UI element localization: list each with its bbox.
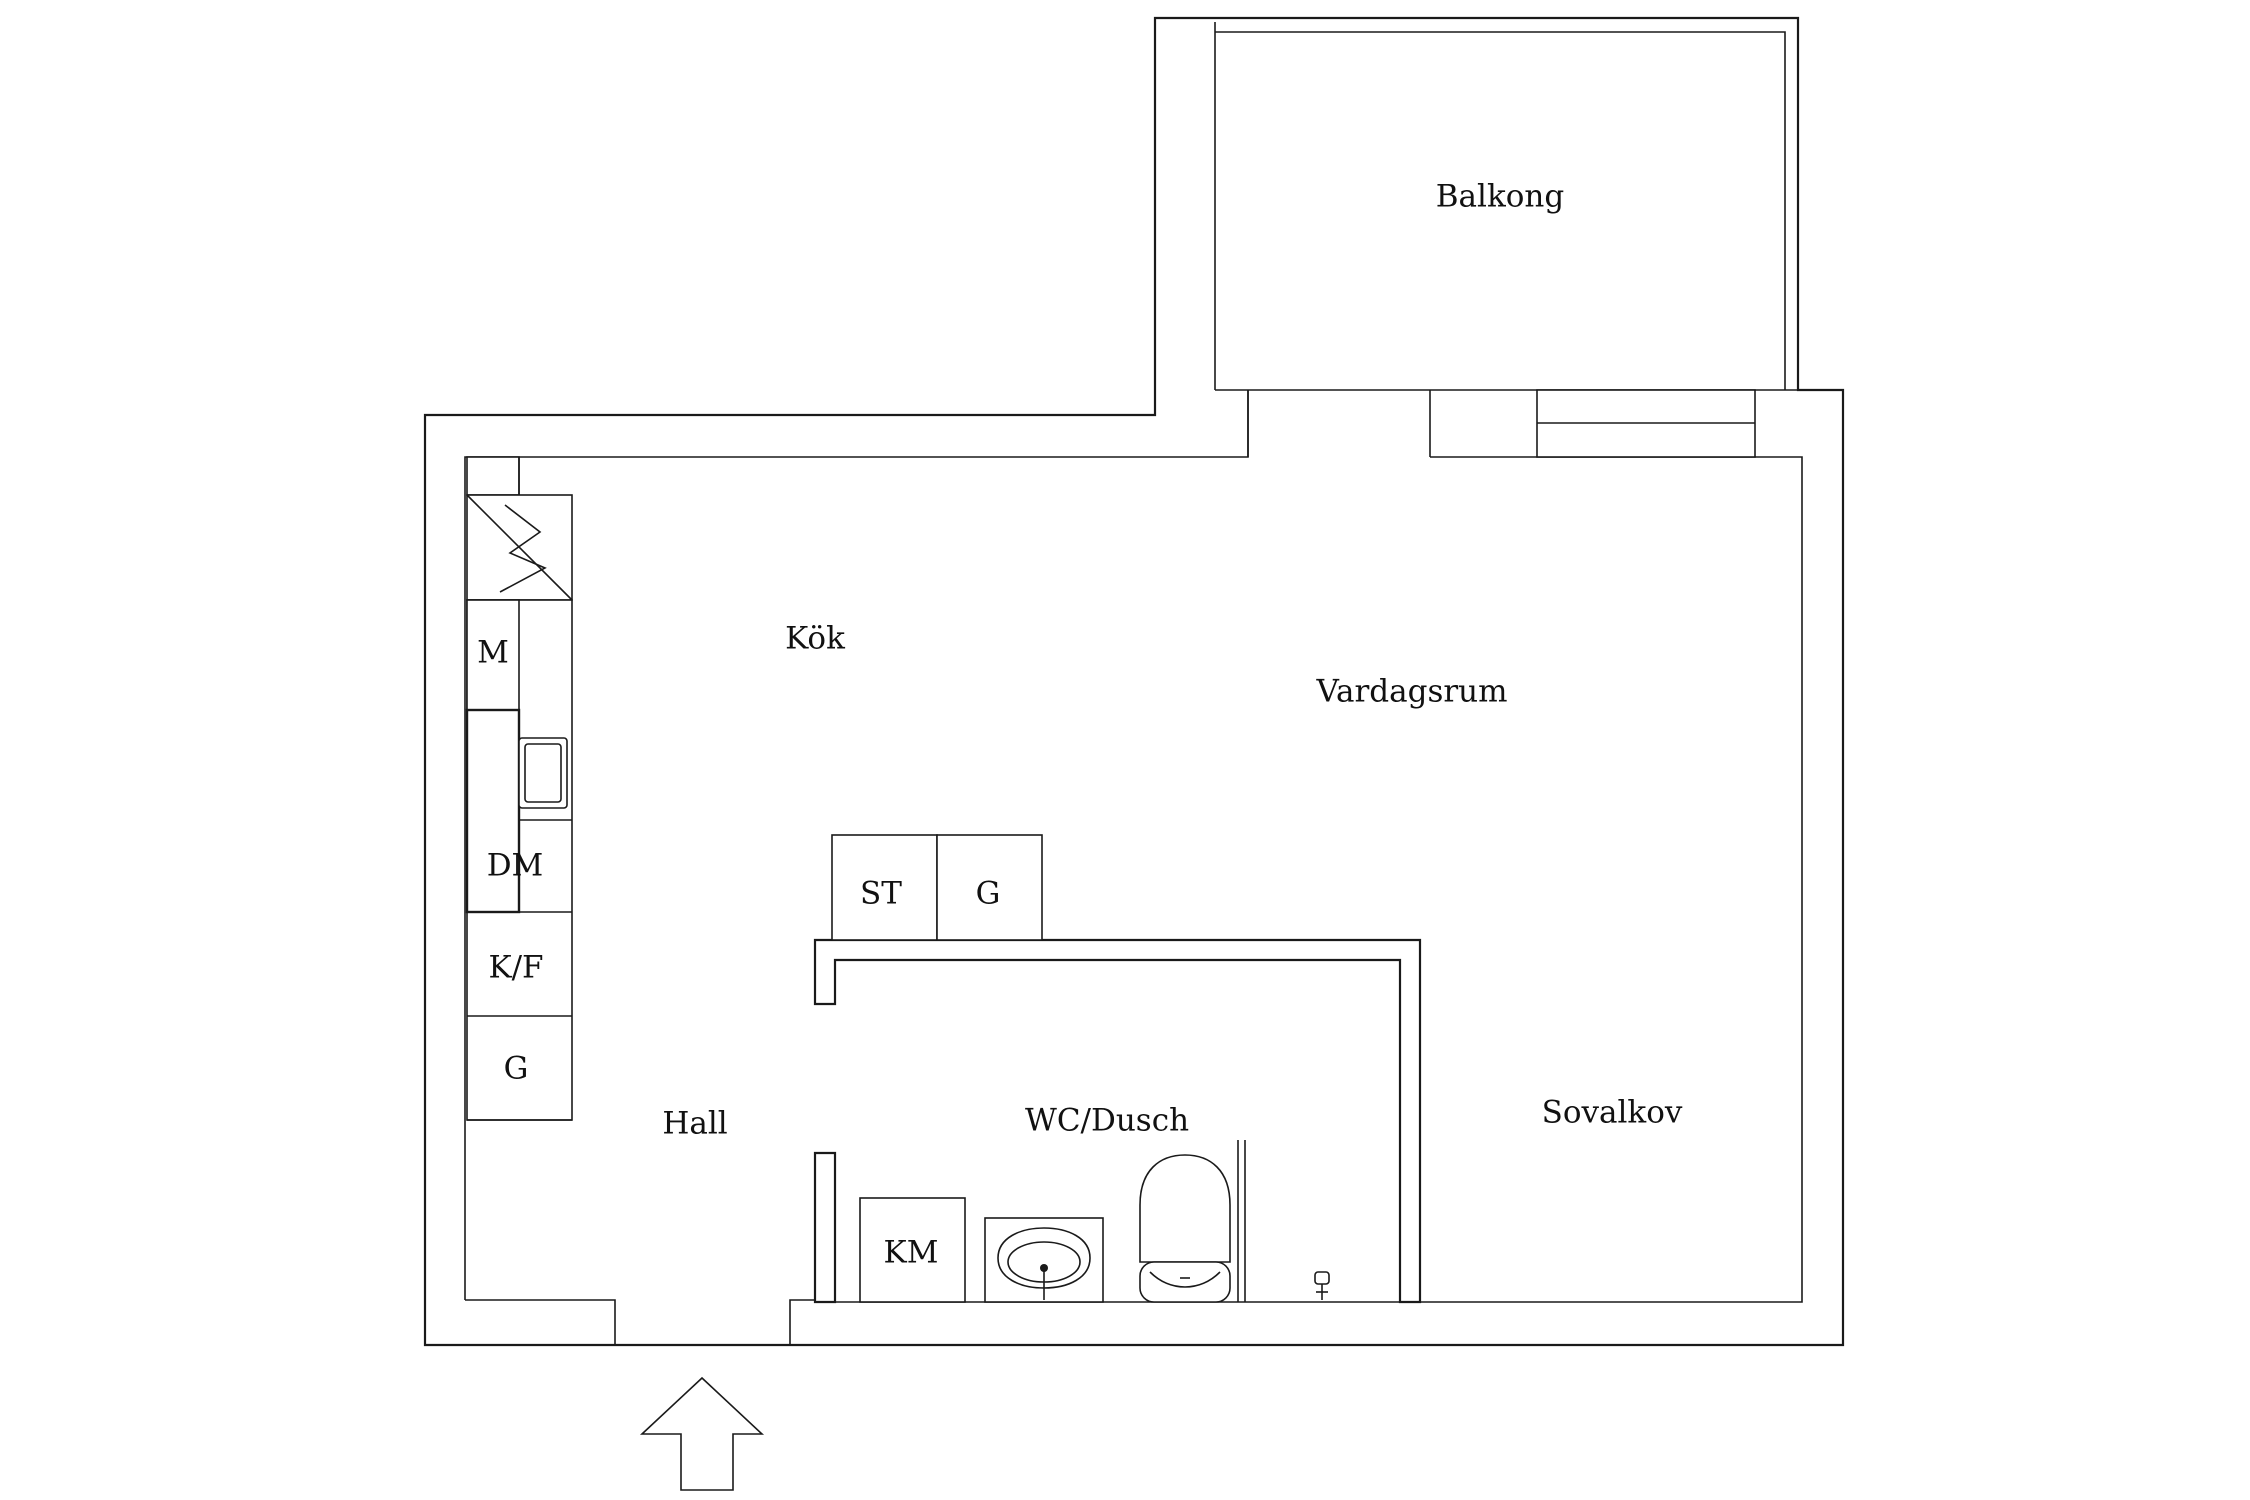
label-fridge-freezer: K/F xyxy=(488,950,543,986)
walls xyxy=(423,16,1845,1347)
bathroom-wall xyxy=(813,938,1422,1304)
toilet xyxy=(1139,1154,1231,1303)
tall-unit xyxy=(465,708,521,914)
label-balkong: Balkong xyxy=(1436,179,1564,215)
zigzag-icon xyxy=(499,504,547,593)
label-washing-machine: KM xyxy=(884,1235,939,1271)
outer-wall xyxy=(423,16,1845,1347)
storage-cabinet xyxy=(831,834,938,941)
entrance-opening xyxy=(465,1299,616,1345)
shower-head-icon xyxy=(1314,1271,1330,1300)
wardrobe-cabinet xyxy=(936,834,1043,941)
label-storage: ST xyxy=(860,876,902,912)
balcony-inner xyxy=(1215,31,1786,390)
label-dishwasher: DM xyxy=(487,848,544,884)
label-hall: Hall xyxy=(662,1106,727,1142)
label-microwave: M xyxy=(477,635,509,671)
kitchen-counter xyxy=(465,456,573,1121)
label-kitchen-cabinet: G xyxy=(504,1051,529,1087)
washing-machine xyxy=(859,1197,966,1303)
microwave-unit xyxy=(466,599,520,711)
label-vardagsrum: Vardagsrum xyxy=(1315,674,1507,710)
label-kok: Kök xyxy=(785,621,845,657)
entrance-arrow-icon xyxy=(639,1376,765,1491)
label-wc-dusch: WC/Dusch xyxy=(1025,1103,1189,1139)
washbasin xyxy=(984,1217,1104,1303)
label-wardrobe: G xyxy=(976,876,1001,912)
bathroom-wall-lower xyxy=(813,1151,837,1304)
label-sovalkov: Sovalkov xyxy=(1542,1095,1683,1131)
